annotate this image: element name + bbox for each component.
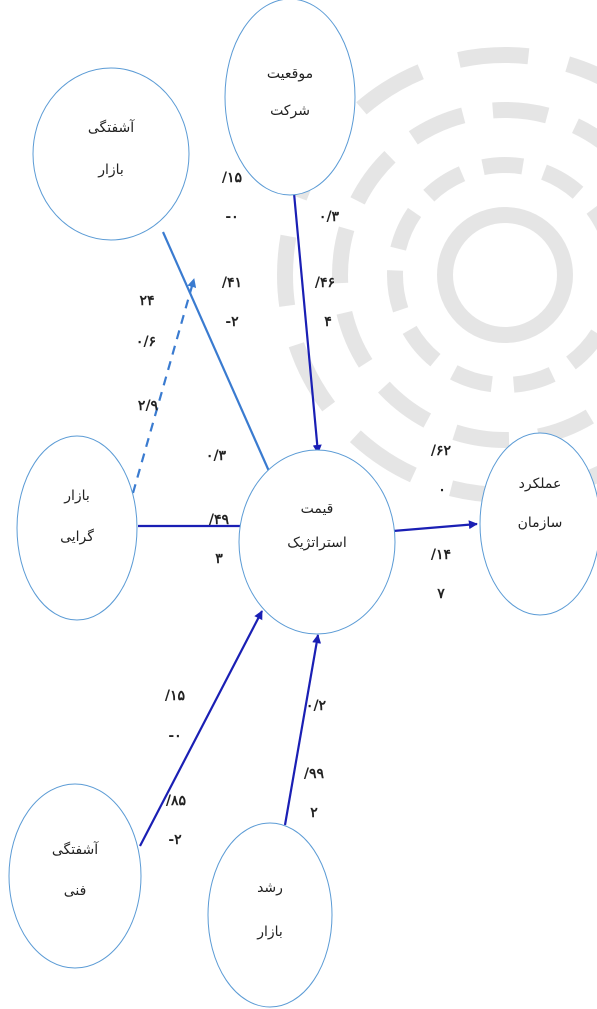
coef-value: -۰ bbox=[225, 209, 238, 225]
node-label-line1: آشفتگی bbox=[88, 119, 135, 136]
coef-company-position-to-strategic-pricing: ۰/۳ /۴۶ ۴ bbox=[315, 209, 340, 330]
coef-value: /۹۹ bbox=[304, 766, 325, 782]
coef-strategic-pricing-to-org-performance: /۶۲ ۰ /۱۴ ۷ bbox=[431, 443, 452, 602]
node-label-line2: بازار bbox=[256, 924, 283, 940]
node-market-growth: رشد بازار bbox=[207, 822, 333, 1008]
coef-value: ۲/۹ bbox=[138, 398, 159, 414]
node-label-line1: بازار bbox=[63, 488, 90, 504]
coef-value: /۱۵ bbox=[222, 170, 243, 186]
node-label-line2: شرکت bbox=[270, 103, 310, 119]
node-label-line1: موقعیت bbox=[267, 66, 313, 82]
coef-value: /۴۶ bbox=[315, 275, 335, 291]
coef-value: ۰/۲ bbox=[306, 698, 327, 714]
node-label-line2: بازار bbox=[97, 162, 124, 178]
coef-market-orientation-to-market-turbulence: ۲۴ ۰/۶ ۲/۹ bbox=[136, 293, 159, 414]
edge-market-turbulence-to-strategic-pricing bbox=[161, 231, 278, 488]
coef-value: ۳ bbox=[215, 551, 223, 567]
coef-value: -۲ bbox=[225, 314, 239, 330]
coef-market-orientation-to-strategic-pricing: ۰/۳ /۴۹ ۳ bbox=[206, 448, 230, 567]
node-market-turbulence: آشفتگی بازار bbox=[32, 67, 190, 241]
edge-market-growth-to-strategic-pricing bbox=[283, 634, 322, 826]
edge-strategic-pricing-to-org-performance bbox=[392, 520, 478, 533]
coef-value: /۴۱ bbox=[222, 275, 242, 291]
node-label-line1: عملکرد bbox=[519, 476, 562, 492]
coef-value: /۴۹ bbox=[209, 512, 230, 528]
coef-tech-turbulence-to-strategic-pricing: /۱۵ -۰ /۸۵ -۲ bbox=[165, 688, 187, 848]
node-label-line1: قیمت bbox=[301, 501, 334, 517]
node-label-line2: فنی bbox=[64, 883, 87, 899]
coef-value: ۲۴ bbox=[139, 293, 154, 309]
node-company-position: موقعیت شرکت bbox=[224, 0, 356, 196]
coef-value: /۱۴ bbox=[431, 547, 451, 563]
coef-value: -۲ bbox=[168, 832, 182, 848]
edge-market-orientation-to-market-turbulence bbox=[131, 278, 197, 494]
edge-company-position-to-strategic-pricing bbox=[292, 192, 322, 454]
node-label-line1: رشد bbox=[257, 880, 283, 896]
coef-value: ۷ bbox=[436, 586, 445, 602]
coef-value: ۲ bbox=[310, 805, 318, 821]
node-label-line1: آشفتگی bbox=[52, 841, 99, 858]
edge-tech-turbulence-to-strategic-pricing bbox=[139, 610, 263, 847]
coef-value: ۰/۳ bbox=[206, 448, 227, 464]
coef-value: ۴ bbox=[324, 314, 332, 330]
coef-market-growth-to-strategic-pricing: ۰/۲ /۹۹ ۲ bbox=[304, 698, 327, 821]
node-strategic-pricing: قیمت استراتژیک bbox=[238, 449, 396, 635]
coef-value: -۰ bbox=[168, 728, 181, 744]
node-label-line2: گرایی bbox=[60, 528, 94, 545]
node-tech-turbulence: آشفتگی فنی bbox=[8, 783, 142, 969]
node-label-line2: سازمان bbox=[518, 515, 563, 531]
node-label-line2: استراتژیک bbox=[287, 535, 347, 551]
coef-value: ۰/۳ bbox=[319, 209, 340, 225]
coef-value: /۸۵ bbox=[166, 793, 187, 809]
coef-value: /۱۵ bbox=[165, 688, 186, 704]
coef-value: ۰ bbox=[438, 482, 446, 498]
node-org-performance: عملکرد سازمان bbox=[479, 432, 597, 616]
coef-value: /۶۲ bbox=[431, 443, 452, 459]
coef-value: ۰/۶ bbox=[136, 334, 156, 350]
node-market-orientation: بازار گرایی bbox=[16, 435, 138, 621]
coef-market-turbulence-to-strategic-pricing: /۱۵ -۰ /۴۱ -۲ bbox=[222, 170, 243, 330]
